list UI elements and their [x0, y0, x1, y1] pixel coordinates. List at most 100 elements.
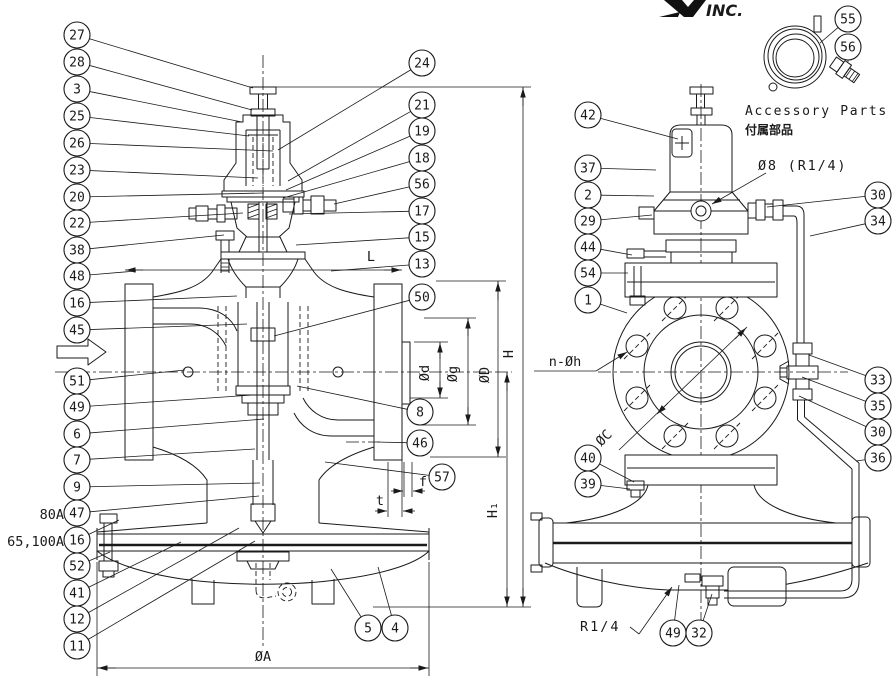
balloon-leader-9 — [89, 482, 261, 488]
balloon-leader-4 — [377, 566, 392, 616]
balloon-25 — [63, 102, 91, 130]
logo-text: INC. — [706, 1, 743, 20]
dim-label: ØD — [477, 367, 493, 383]
balloon-leader-39 — [600, 485, 631, 490]
balloon-leader-2 — [600, 194, 655, 197]
balloon-number-57: 57 — [434, 471, 450, 486]
balloon-leader-26 — [89, 143, 274, 152]
balloon-leader-49 — [89, 394, 254, 407]
balloon-50 — [408, 283, 436, 311]
balloon-number-1: 1 — [584, 294, 592, 309]
balloon-leader-35 — [801, 376, 866, 402]
balloon-number-17: 17 — [414, 205, 430, 220]
balloon-45 — [63, 316, 91, 344]
balloon-number-29: 29 — [580, 215, 596, 230]
balloon-46 — [406, 429, 434, 457]
balloon-leader-38 — [89, 234, 225, 250]
balloon-leader-42 — [600, 117, 679, 140]
balloon-55 — [834, 5, 862, 33]
balloon-4 — [381, 614, 409, 642]
balloon-leader-8 — [296, 385, 408, 410]
part-callout-balloons: 2728325262320223848164551496794716524112… — [63, 5, 892, 660]
balloon-39 — [574, 470, 602, 498]
sectional-view — [55, 55, 512, 648]
front-view — [530, 84, 871, 624]
balloon-7 — [63, 446, 91, 474]
balloon-number-30: 30 — [870, 426, 886, 441]
balloon-number-7: 7 — [73, 454, 81, 469]
balloon-number-51: 51 — [69, 375, 85, 390]
balloon-leader-18 — [282, 161, 410, 199]
balloon-56 — [834, 33, 862, 61]
accessory-title-jp: 付属部品 — [745, 122, 793, 137]
balloon-number-46: 46 — [412, 437, 428, 452]
balloon-leader-5 — [330, 568, 362, 618]
balloon-leader-20 — [89, 192, 265, 198]
dim-label: Ø8 (R1/4) — [758, 158, 847, 174]
balloon-leader-25 — [89, 117, 250, 137]
balloon-number-5: 5 — [364, 622, 372, 637]
balloon-number-45: 45 — [69, 324, 85, 339]
balloon-leader-33 — [808, 354, 866, 376]
balloon-number-55: 55 — [840, 13, 856, 28]
balloon-leader-1 — [600, 303, 628, 314]
balloon-number-33: 33 — [870, 374, 886, 389]
balloon-leader-6 — [89, 418, 265, 434]
copper-tube-coil-icon — [763, 25, 827, 89]
accessory-parts: Accessory Parts 付属部品 — [745, 15, 886, 137]
balloon-number-56: 56 — [414, 178, 430, 193]
balloon-number-56: 56 — [840, 41, 856, 56]
balloon-leader-55 — [819, 27, 839, 44]
balloon-11 — [63, 632, 91, 660]
balloon-number-30: 30 — [870, 189, 886, 204]
balloon-number-21: 21 — [414, 99, 430, 114]
dim-label: ØC — [593, 427, 616, 450]
balloon-32 — [685, 619, 713, 647]
balloon-leader-45 — [89, 323, 248, 330]
balloon-leader-51 — [89, 369, 186, 381]
balloon-number-20: 20 — [69, 191, 85, 206]
balloon-number-28: 28 — [69, 56, 85, 71]
balloon-8 — [406, 398, 434, 426]
balloon-number-34: 34 — [870, 215, 886, 230]
balloon-36 — [864, 444, 892, 472]
balloon-27 — [63, 21, 91, 49]
bolt-holes — [623, 294, 779, 450]
balloon-23 — [63, 156, 91, 184]
dim-label: L — [367, 249, 375, 265]
balloon-number-2: 2 — [584, 189, 592, 204]
balloon-leader-16 — [88, 519, 120, 535]
balloon-number-16: 16 — [69, 534, 85, 549]
balloon-leader-47 — [89, 495, 260, 513]
balloon-28 — [63, 48, 91, 76]
balloon-34 — [864, 207, 892, 235]
dim-label: H — [501, 350, 517, 358]
balloon-leader-56 — [333, 186, 410, 205]
balloon-number-40: 40 — [580, 452, 596, 467]
balloon-leader-17 — [288, 210, 410, 215]
balloon-leader-15 — [295, 237, 410, 246]
balloon-number-22: 22 — [69, 217, 85, 232]
dim-label: Ød — [417, 365, 433, 381]
balloon-leader-57 — [324, 461, 430, 476]
balloon-48 — [63, 262, 91, 290]
balloon-number-37: 37 — [580, 162, 596, 177]
balloon-leader-50 — [273, 299, 410, 337]
balloon-number-32: 32 — [691, 627, 707, 642]
balloon-leader-36 — [855, 459, 866, 462]
balloon-37 — [574, 154, 602, 182]
balloon-1 — [574, 286, 602, 314]
balloon-49 — [63, 393, 91, 421]
balloon-number-26: 26 — [69, 137, 85, 152]
balloon-26 — [63, 129, 91, 157]
balloon-leader-44 — [600, 248, 633, 256]
balloon-number-15: 15 — [414, 231, 430, 246]
balloon-number-9: 9 — [73, 481, 81, 496]
balloon-leader-12 — [88, 527, 240, 613]
balloon-number-44: 44 — [580, 241, 596, 256]
balloon-leader-34 — [809, 223, 866, 237]
balloon-number-41: 41 — [69, 587, 85, 602]
balloon-number-12: 12 — [69, 613, 85, 628]
balloon-leader-41 — [88, 541, 182, 588]
